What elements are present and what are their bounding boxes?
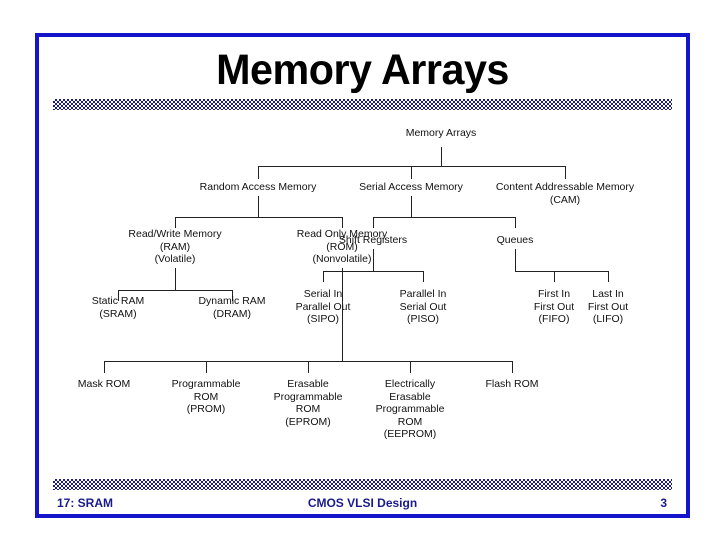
- connector-rom-drop-eeprom: [410, 361, 411, 373]
- connector-level1-drop-ram: [258, 166, 259, 179]
- tree-node-queues: Queues: [496, 234, 534, 246]
- tree-node-serial-access-memory: Serial Access Memory: [359, 181, 463, 193]
- connector-sam-bus: [373, 217, 515, 218]
- memory-arrays-tree-diagram: Memory Arrays Random Access Memory Seria…: [35, 110, 690, 470]
- connector-level1-drop-sam: [411, 166, 412, 179]
- tree-node-eprom: Erasable Programmable ROM (EPROM): [273, 378, 343, 428]
- tree-node-random-access-memory: Random Access Memory: [199, 181, 317, 193]
- connector-sam-stem: [411, 196, 412, 217]
- tree-node-dynamic-ram: Dynamic RAM (DRAM): [198, 295, 266, 320]
- tree-node-static-ram: Static RAM (SRAM): [91, 295, 145, 320]
- tree-node-fifo: First In First Out (FIFO): [533, 288, 575, 326]
- tree-node-eeprom: Electrically Erasable Programmable ROM (…: [375, 378, 445, 441]
- connector-rom-drop-flash: [512, 361, 513, 373]
- tree-node-piso: Parallel In Serial Out (PISO): [399, 288, 447, 326]
- footer-divider-rule: [53, 479, 672, 490]
- connector-rom-drop-eprom: [308, 361, 309, 373]
- tree-node-lifo: Last In First Out (LIFO): [587, 288, 629, 326]
- connector-shift-drop-sipo: [323, 271, 324, 282]
- tree-node-shift-registers: Shift Registers: [338, 234, 408, 246]
- page-title: Memory Arrays: [216, 46, 509, 94]
- connector-ram-bus: [175, 217, 342, 218]
- connector-rom-drop-mask: [104, 361, 105, 373]
- connector-sam-drop-shift: [373, 217, 374, 228]
- slide-border: [35, 33, 690, 518]
- connector-queues-drop-fifo: [554, 271, 555, 282]
- connector-shift-bus: [323, 271, 423, 272]
- connector-root-stem: [441, 147, 442, 166]
- connector-sam-drop-queues: [515, 217, 516, 228]
- connector-rwm-drop-dram: [232, 290, 233, 301]
- tree-node-mask-rom: Mask ROM: [77, 378, 131, 390]
- connector-queues-drop-lifo: [608, 271, 609, 282]
- connector-ram-drop-rom: [342, 217, 343, 228]
- connector-ram-stem: [258, 196, 259, 217]
- tree-node-read-only-memory: Read Only Memory (ROM) (Nonvolatile): [296, 228, 388, 266]
- footer-book-title: CMOS VLSI Design: [307, 496, 418, 510]
- connector-ram-drop-rwm: [175, 217, 176, 228]
- tree-node-prom: Programmable ROM (PROM): [171, 378, 241, 416]
- connector-rwm-bus: [118, 290, 232, 291]
- tree-node-sipo: Serial In Parallel Out (SIPO): [295, 288, 351, 326]
- tree-node-content-addressable-memory: Content Addressable Memory (CAM): [495, 181, 635, 206]
- connector-shift-stem: [373, 249, 374, 271]
- connector-rwm-drop-sram: [118, 290, 119, 301]
- footer-lecture-label: 17: SRAM: [57, 496, 114, 510]
- connector-rom-drop-prom: [206, 361, 207, 373]
- footer-page-number: 3: [660, 496, 667, 510]
- connector-level1-drop-cam: [565, 166, 566, 179]
- tree-node-flash-rom: Flash ROM: [485, 378, 539, 390]
- connector-queues-stem: [515, 249, 516, 271]
- connector-rom-stem: [342, 268, 343, 361]
- tree-node-root: Memory Arrays: [405, 127, 477, 139]
- title-divider-rule: [53, 99, 672, 110]
- tree-node-read-write-memory: Read/Write Memory (RAM) (Volatile): [128, 228, 222, 266]
- connector-rwm-stem: [175, 268, 176, 290]
- connector-shift-drop-piso: [423, 271, 424, 282]
- connector-queues-bus: [515, 271, 608, 272]
